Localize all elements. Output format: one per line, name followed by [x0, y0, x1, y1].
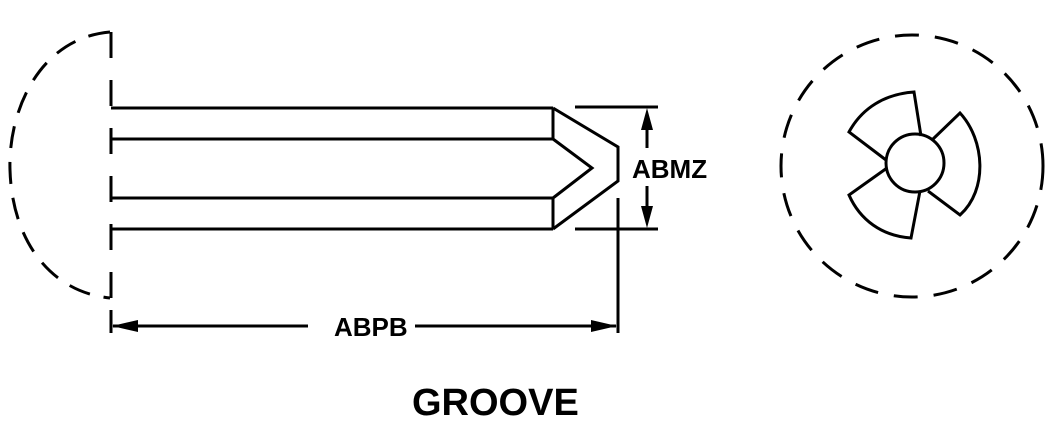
- pin-shank: [111, 106, 620, 231]
- pin-tip-inner: [552, 137, 595, 200]
- diameter-dimension: [575, 105, 658, 231]
- pin-head-outline: [8, 30, 111, 300]
- shank-circle: [884, 132, 946, 194]
- groove-lobe-right: [927, 110, 982, 217]
- length-label: ABPB: [334, 312, 408, 342]
- diagram-title: GROOVE: [412, 382, 579, 424]
- groove-lobe-top-left: [847, 90, 923, 162]
- length-dimension: [109, 198, 620, 333]
- pin-tip: [552, 106, 620, 231]
- groove-lobe-bottom-left: [847, 166, 922, 240]
- diameter-label: ABMZ: [632, 154, 707, 184]
- end-view: [779, 33, 1045, 299]
- head-circle: [779, 33, 1045, 299]
